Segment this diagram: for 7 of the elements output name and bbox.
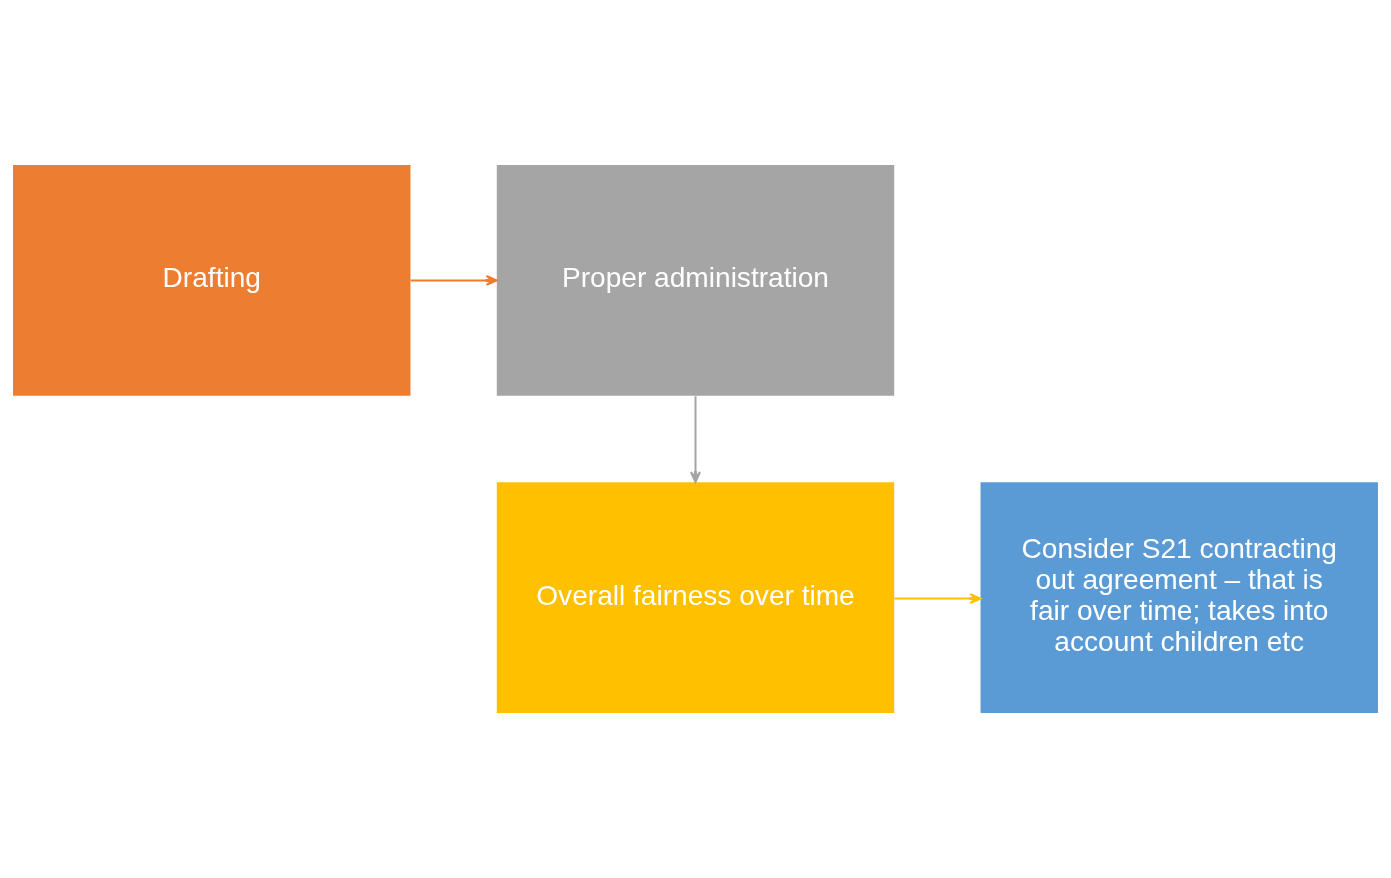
node-box: Overall fairness over time <box>496 482 895 713</box>
arrow <box>410 274 498 286</box>
node-box: Proper administration <box>496 165 895 396</box>
node-box: Drafting <box>13 165 411 396</box>
arrow <box>894 593 982 605</box>
node-box: Consider S21 contracting out agreement – that is fair over time; takes into account children etc <box>980 482 1378 713</box>
arrow <box>689 396 702 484</box>
